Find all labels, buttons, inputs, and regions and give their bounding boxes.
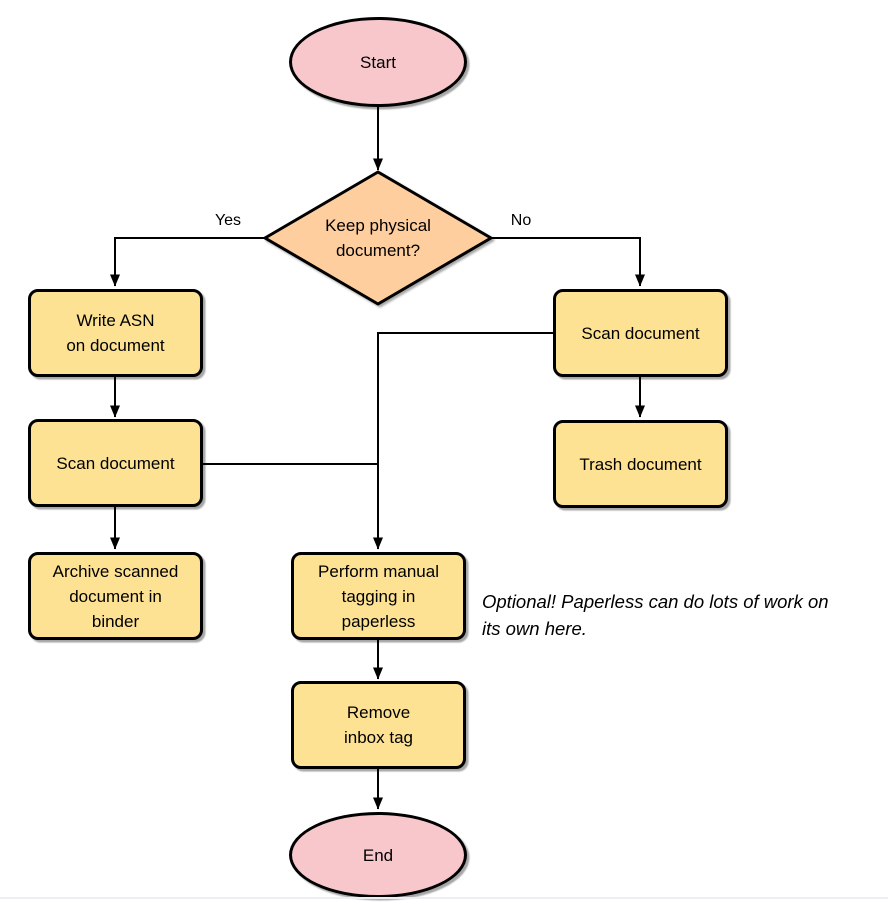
edge-decision-yes-to-write-asn <box>110 237 265 287</box>
remove-inbox-tag-node: Remove inbox tag <box>291 681 466 769</box>
no-edge-label: No <box>510 212 532 229</box>
archive-document-node: Archive scanned document in binder <box>28 552 203 640</box>
bottom-divider <box>0 897 888 899</box>
write-asn-node: Write ASN on document <box>28 289 203 377</box>
edge-decision-no-to-scan <box>491 237 645 287</box>
decision-node-label: Keep physical document? <box>325 216 431 260</box>
start-node: Start <box>289 17 467 107</box>
scan-document-no-node: Scan document <box>553 289 728 377</box>
scan-document-yes-node: Scan document <box>28 419 203 507</box>
yes-edge-label: Yes <box>214 212 242 229</box>
manual-tagging-node: Perform manual tagging in paperless <box>291 552 466 640</box>
decision-diamond-shape <box>263 170 493 306</box>
edge-scan-no-to-tagging <box>373 332 553 550</box>
end-node: End <box>289 812 467 898</box>
trash-document-node: Trash document <box>553 420 728 508</box>
annotation-text: Optional! Paperless can do lots of work … <box>482 591 829 639</box>
